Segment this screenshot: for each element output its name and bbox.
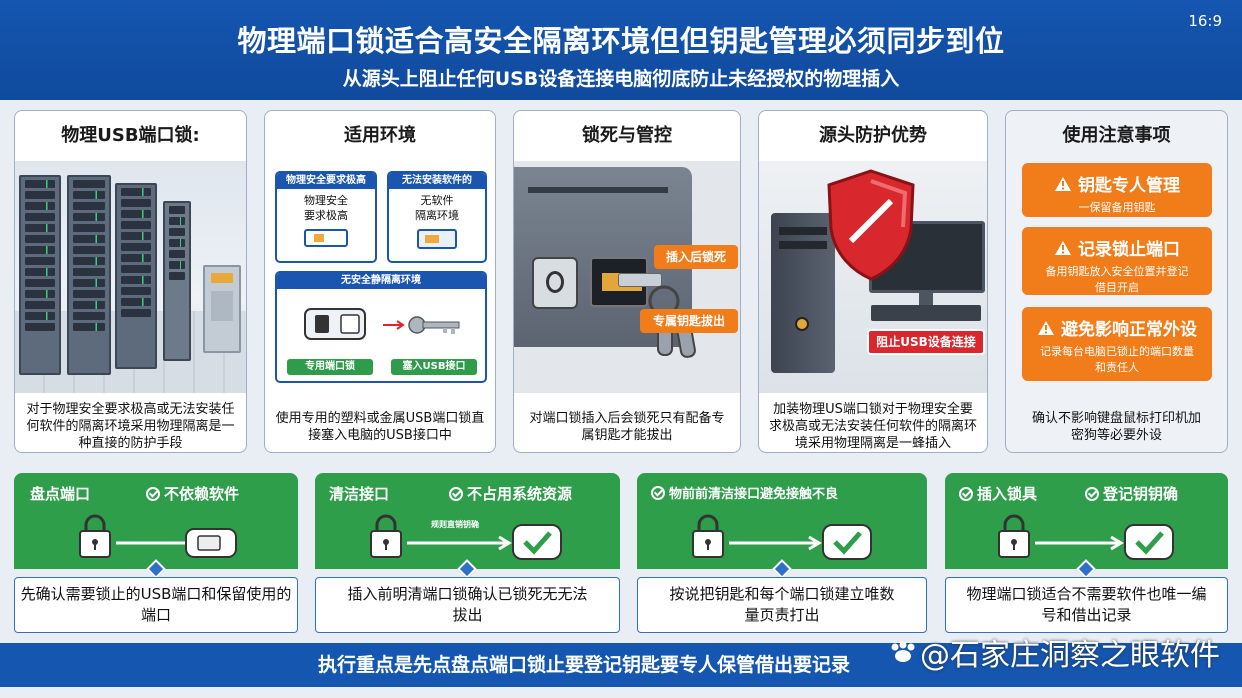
label-lock-after-insert: 插入后锁死: [654, 245, 738, 269]
lock-control-illustration: 插入后锁死 专属钥匙拔出: [514, 161, 740, 393]
env-box-no-software: 无法安装软件的 无软件 隔离环境: [387, 171, 487, 263]
card-source-protection: 源头防护优势 阻止USB设备连接 加装物理US端口锁对于物理安全要求极高或无法安…: [758, 110, 988, 453]
card-title: 适用环境: [344, 125, 416, 146]
desktop-tower-icon: [771, 213, 835, 373]
server-rack-icon: [19, 175, 61, 375]
step-right-label: 物前前清洁接口避免接触不良: [669, 487, 839, 502]
watermark-text: @石家庄洞察之眼软件: [920, 638, 1220, 673]
usb-drive-icon: [417, 229, 457, 249]
usb-lock-icon: [304, 229, 348, 247]
usb-port-icon: [532, 257, 578, 309]
header-banner: 物理端口锁适合高安全隔离环境但但钥匙管理必须同步到位 从源头上阻止任何USB设备…: [0, 0, 1242, 100]
card-description: 对于物理安全要求极高或无法安装任何软件的隔离环境采用物理隔离是一种直接的防护手段: [26, 402, 235, 451]
check-circle-icon: [651, 486, 665, 500]
check-circle-icon: [449, 487, 463, 501]
step-mini-label: 规则直销钥确: [431, 520, 479, 529]
warning-icon: [1055, 177, 1071, 191]
page-title: 物理端口锁适合高安全隔离环境但但钥匙管理必须同步到位: [237, 24, 1005, 58]
step-left-label: 盘点端口: [30, 485, 91, 503]
step-right-label: 不占用系统资源: [467, 485, 573, 503]
env-box-body-line: 无软件: [420, 194, 454, 207]
env-box-header: 无法安装软件的: [389, 173, 485, 189]
card-physical-usb-lock: 物理USB端口锁: 对于物理安全要求极高或无法安装任何软件的隔离环境采用物理隔离…: [14, 110, 247, 453]
server-rack-icon: [115, 183, 157, 369]
footer-text: 执行重点是先点盘点端口锁止要登记钥匙要专人保管借出要记录: [318, 654, 851, 676]
note-subtitle: 记录每台电脑已锁止的端口数量和责任人: [1040, 345, 1194, 374]
step-clean-interface: 清洁接口 不占用系统资源 规则直销钥确 插入前明清端口锁确认已锁死无无法拔出: [315, 473, 620, 633]
card-lock-and-control: 锁死与管控 插入后锁死 专属钥匙拔出 对端口锁插入后会锁死只有配备专属钥匙才能拔…: [513, 110, 741, 453]
card-applicable-environment: 适用环境 物理安全要求极高 物理安全 要求极高 无法安装软件的 无软件 隔离环境…: [264, 110, 496, 453]
step-right-label: 登记钥钥确: [1103, 485, 1179, 503]
port-lock-plug: [618, 273, 662, 287]
step-description: 先确认需要锁止的USB端口和保留使用的端口: [14, 577, 298, 633]
shield-icon: [827, 169, 915, 281]
card-description: 确认不影响键盘鼠标打印机加密狗等必要外设: [1031, 410, 1201, 443]
env-box-isolated: 无安全静隔离环境 专用端口锁 塞入USB接口: [275, 271, 487, 383]
warning-icon: [1055, 241, 1071, 255]
env-box-body-line: 隔离环境: [415, 209, 459, 222]
card-usage-notes: 使用注意事项 钥匙专人管理 一保留备用钥匙 记录锁止端口 备用钥匙放入安全位置并…: [1005, 110, 1228, 453]
card-description: 对端口锁插入后会锁死只有配备专属钥匙才能拔出: [529, 410, 725, 443]
padlock-to-check-icon: [998, 514, 1174, 560]
note-subtitle: 备用钥匙放入安全位置并登记借目开启: [1045, 265, 1189, 294]
page-subtitle: 从源头上阻止任何USB设备连接电脑彻底防止未经授权的物理插入: [342, 68, 900, 90]
check-circle-icon: [1085, 487, 1099, 501]
lock-and-key-icon: [304, 308, 460, 340]
card-title: 使用注意事项: [1062, 125, 1171, 146]
step-header: 物前前清洁接口避免接触不良: [637, 473, 927, 569]
tag-dedicated-lock: 专用端口锁: [287, 359, 373, 375]
step-clean-contact: 物前前清洁接口避免接触不良 按说把钥匙和每个端口锁建立唯数量页责打出: [637, 473, 927, 633]
label-dedicated-key: 专属钥匙拔出: [640, 309, 738, 333]
check-circle-icon: [146, 487, 160, 501]
note-title: 记录锁止端口: [1078, 240, 1180, 260]
footer-banner: 执行重点是先点盘点端口锁止要登记钥匙要专人保管借出要记录: [0, 643, 1242, 687]
env-box-header: 物理安全要求极高: [277, 173, 375, 189]
step-header: 清洁接口 不占用系统资源 规则直销钥确: [315, 473, 620, 569]
padlock-to-check-icon: [692, 514, 872, 560]
tag-insert-usb: 塞入USB接口: [391, 359, 477, 375]
note-key-management: 钥匙专人管理 一保留备用钥匙: [1022, 163, 1212, 217]
watermark: @石家庄洞察之眼软件: [888, 636, 1220, 676]
step-description: 插入前明清端口锁确认已锁死无无法拔出: [315, 577, 620, 633]
note-avoid-peripherals: 避免影响正常外设 记录每台电脑已锁止的端口数量和责任人: [1022, 307, 1212, 381]
env-box-body-line: 物理安全: [304, 194, 348, 207]
step-description: 按说把钥匙和每个端口锁建立唯数量页责打出: [637, 577, 927, 633]
source-protection-illustration: 阻止USB设备连接: [759, 161, 987, 393]
padlock-to-check-icon: [370, 514, 562, 560]
warning-icon: [1038, 321, 1054, 335]
server-room-illustration: [15, 161, 246, 393]
step-description: 物理端口锁适合不需要软件也唯一编号和借出记录: [945, 577, 1228, 633]
env-box-high-security: 物理安全要求极高 物理安全 要求极高: [275, 171, 377, 263]
note-title: 避免影响正常外设: [1061, 320, 1197, 340]
card-title: 源头防护优势: [819, 125, 927, 146]
electrical-cabinet-icon: [203, 265, 241, 353]
paw-icon: [891, 641, 915, 662]
step-left-label: 插入锁具: [977, 485, 1038, 503]
card-title: 物理USB端口锁:: [61, 125, 200, 146]
label-block-usb: 阻止USB设备连接: [867, 329, 985, 355]
environment-illustration: 物理安全要求极高 物理安全 要求极高 无法安装软件的 无软件 隔离环境 无安全静…: [265, 161, 495, 393]
card-description: 使用专用的塑料或金属USB端口锁直接塞入电脑的USB接口中: [275, 410, 485, 443]
server-rack-icon: [67, 175, 111, 375]
note-record-ports: 记录锁止端口 备用钥匙放入安全位置并登记借目开启: [1022, 227, 1212, 295]
padlock-to-lock-icon: [79, 514, 237, 558]
env-box-body-line: 要求极高: [304, 209, 348, 222]
server-rack-icon: [163, 201, 191, 361]
step-right-label: 不依赖软件: [164, 485, 240, 503]
step-insert-lock: 插入锁具 登记钥钥确 物理端口锁适合不需要软件也唯一编号和借出记录: [945, 473, 1228, 633]
step-inventory-ports: 盘点端口 不依赖软件 先确认需要锁止的USB端口和保留使用的端口: [14, 473, 298, 633]
note-subtitle: 一保留备用钥匙: [1078, 201, 1156, 214]
check-circle-icon: [959, 487, 973, 501]
card-title: 锁死与管控: [582, 125, 672, 146]
step-header: 盘点端口 不依赖软件: [14, 473, 298, 569]
note-title: 钥匙专人管理: [1078, 176, 1180, 196]
step-header: 插入锁具 登记钥钥确: [945, 473, 1228, 569]
step-left-label: 清洁接口: [329, 485, 390, 503]
aspect-ratio-label: 16:9: [1188, 12, 1222, 30]
card-description: 加装物理US端口锁对于物理安全要求极高或无法安装任何软件的隔离环境采用物理隔离是…: [769, 402, 978, 451]
env-box-header: 无安全静隔离环境: [277, 273, 485, 289]
keyboard-icon: [871, 305, 981, 321]
